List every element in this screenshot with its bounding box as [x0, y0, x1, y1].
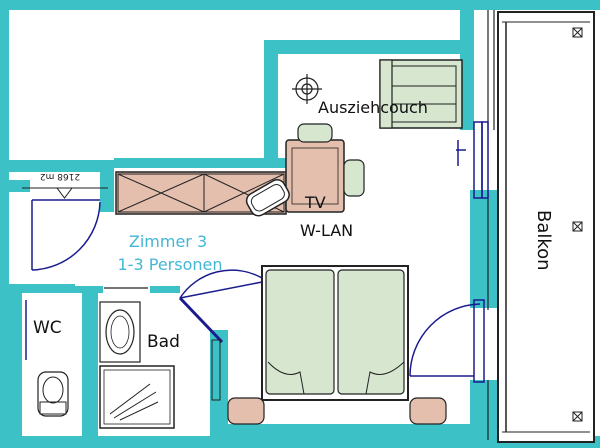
ceiling-marker: 2168 m2 — [22, 171, 108, 199]
nightstand-left — [227, 397, 265, 425]
balcony-door-bottom — [409, 299, 485, 383]
sofa-bed-label: Ausziehcouch — [318, 98, 428, 117]
nightstand-right — [409, 397, 447, 425]
balcony-post-icons — [572, 27, 583, 422]
toilet — [37, 371, 69, 417]
room-name-label: Zimmer 3 — [129, 232, 207, 251]
room-capacity-label: 1-3 Personen — [118, 255, 223, 274]
lamp-icon — [292, 74, 322, 104]
ceiling-marking-label: 2168 m2 — [40, 171, 80, 181]
wifi-label: W-LAN — [300, 221, 353, 240]
chair-right — [343, 159, 365, 197]
wc-label: WC — [33, 318, 62, 338]
balcony-label: Balkon — [533, 210, 554, 271]
desk-chair — [245, 179, 290, 217]
bathroom-door — [178, 269, 263, 344]
bathroom-door-frame — [211, 339, 221, 401]
sofa-bed — [379, 59, 463, 129]
sink — [99, 301, 141, 363]
bathroom-label: Bad — [147, 332, 180, 352]
entrance-door — [31, 199, 101, 271]
balcony-window-top — [456, 121, 489, 199]
tv-label: TV — [304, 193, 326, 212]
shower — [99, 365, 175, 429]
chair-top — [297, 123, 333, 143]
double-bed — [261, 265, 409, 401]
